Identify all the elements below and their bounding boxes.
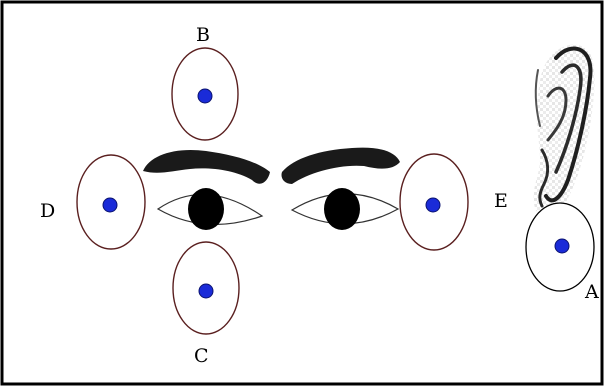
ear-helix-outer bbox=[544, 46, 593, 203]
electrode-a bbox=[525, 202, 595, 292]
ear-fold-lower bbox=[538, 148, 550, 208]
label-d: D bbox=[40, 200, 55, 222]
ear-edge-left bbox=[534, 69, 541, 127]
left-eyebrow bbox=[143, 149, 270, 184]
ear-fold bbox=[546, 86, 568, 142]
electrode-d-dot bbox=[102, 197, 118, 213]
electrode-c-dot bbox=[198, 283, 214, 299]
label-b: B bbox=[196, 24, 210, 46]
electrode-c bbox=[172, 241, 240, 335]
electrode-e bbox=[399, 153, 469, 251]
electrode-a-dot bbox=[554, 238, 570, 254]
right-pupil bbox=[324, 188, 360, 230]
electrode-b-dot bbox=[197, 88, 213, 104]
right-eye bbox=[290, 188, 400, 230]
ear bbox=[533, 44, 595, 219]
ear-helix-inner bbox=[554, 63, 583, 174]
right-eyebrow bbox=[281, 147, 400, 184]
label-c: C bbox=[194, 345, 209, 367]
electrode-b bbox=[171, 47, 239, 141]
label-a: A bbox=[584, 281, 599, 303]
electrode-e-dot bbox=[425, 197, 441, 213]
left-pupil bbox=[188, 188, 224, 230]
left-eye bbox=[156, 188, 264, 230]
label-e: E bbox=[494, 190, 508, 212]
electrode-d bbox=[76, 154, 146, 250]
